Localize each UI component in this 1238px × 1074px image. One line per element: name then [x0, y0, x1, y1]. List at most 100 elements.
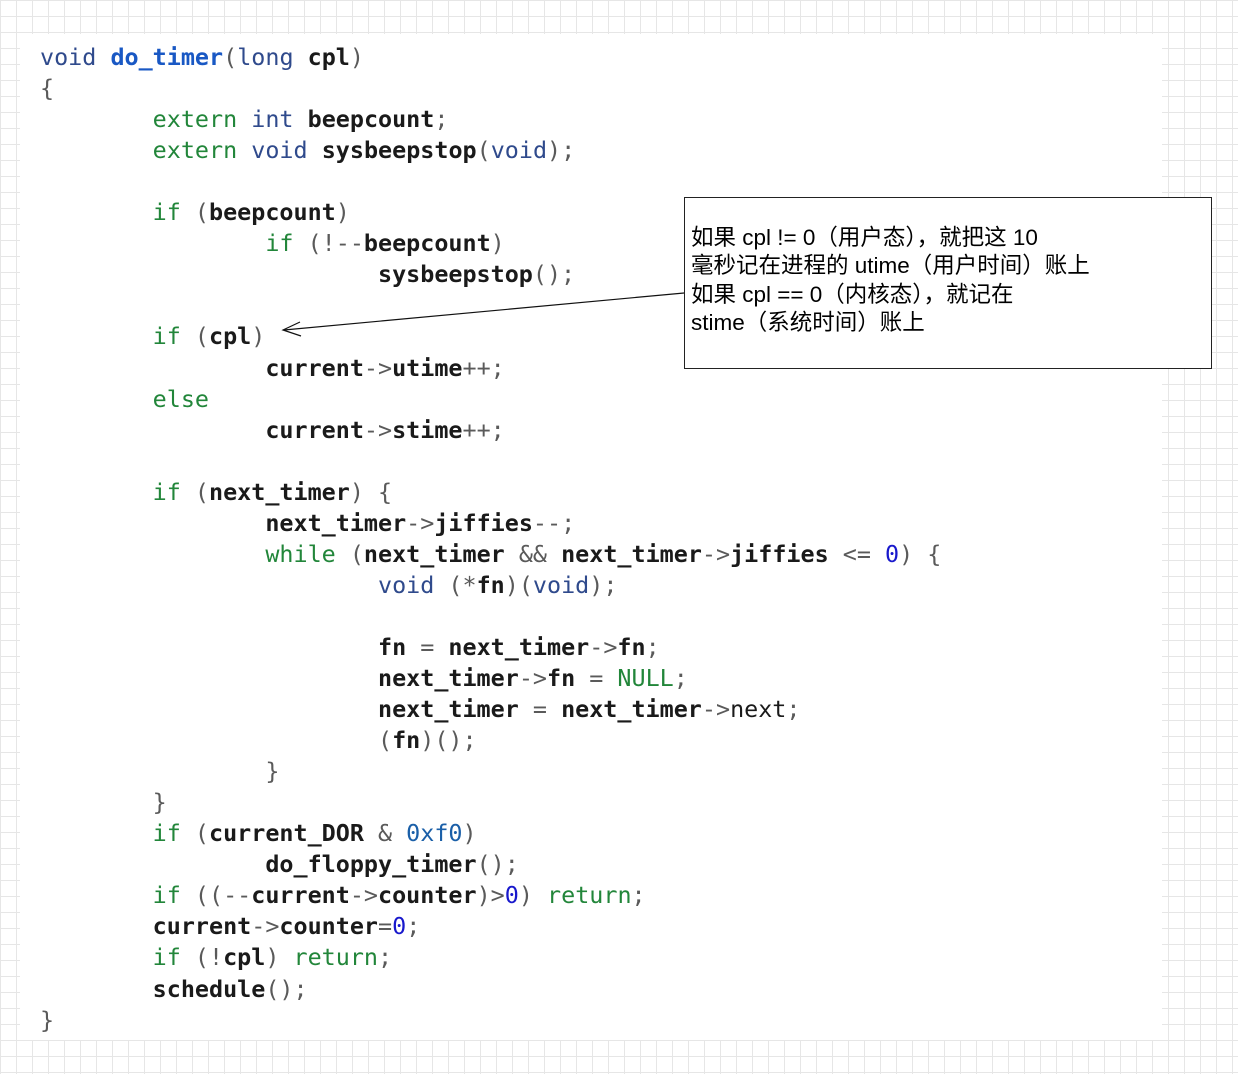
- annotation-box: 如果 cpl != 0（用户态），就把这 10 毫秒记在进程的 utime（用户…: [684, 197, 1212, 369]
- code-token: ++;: [462, 353, 505, 382]
- code-token: ();: [265, 974, 308, 1003]
- code-token: if: [152, 477, 181, 506]
- code-token: ;: [378, 943, 393, 972]
- code-token: (: [180, 477, 210, 506]
- code-token: fn: [546, 664, 576, 692]
- arrow-head: [281, 321, 302, 337]
- code-token: counter: [378, 881, 477, 910]
- code-token: fn: [617, 632, 646, 661]
- code-token: counter: [279, 912, 378, 941]
- code-line: if ((--current->counter)>0) return;: [40, 880, 646, 911]
- code-line: if (beepcount): [40, 197, 350, 228]
- code-token: jiffies: [730, 539, 829, 568]
- annotation-line: 毫秒记在进程的 utime（用户时间）账上: [691, 253, 1090, 278]
- code-token: ->: [701, 539, 731, 568]
- code-token: extern: [152, 105, 238, 134]
- code-line: else: [40, 384, 209, 415]
- code-token: ;: [434, 105, 449, 134]
- code-token: while: [265, 539, 336, 568]
- code-token: (: [223, 43, 238, 71]
- code-token: ();: [532, 260, 576, 289]
- code-token: =: [518, 695, 562, 724]
- code-line: (fn)();: [40, 725, 477, 756]
- code-token: next_timer: [209, 477, 350, 506]
- code-token: do_floppy_timer: [265, 850, 477, 879]
- code-token: (: [180, 819, 210, 848]
- code-token: beepcount: [363, 229, 491, 258]
- code-token: {: [40, 74, 55, 103]
- code-token: do_timer: [110, 43, 224, 71]
- code-token: ;: [645, 632, 660, 661]
- code-token: &: [363, 819, 407, 848]
- code-line: if (next_timer) {: [40, 477, 392, 508]
- code-token: =: [378, 912, 393, 941]
- code-token: ->: [363, 353, 393, 382]
- code-token: (!: [180, 943, 224, 972]
- code-token: =: [406, 632, 449, 661]
- code-token: ->: [701, 695, 731, 724]
- code-line: current->counter=0;: [40, 911, 421, 942]
- code-token: cpl: [209, 322, 252, 351]
- code-token: ;: [673, 664, 688, 692]
- code-token: next_timer: [561, 539, 702, 568]
- code-token: ;: [786, 695, 801, 724]
- code-token: --;: [532, 508, 576, 537]
- code-token: utime: [392, 353, 463, 382]
- code-token: sysbeepstop: [377, 260, 533, 289]
- code-token: ->: [518, 664, 547, 692]
- code-token: 0xf0: [406, 819, 463, 848]
- code-token: ->: [251, 912, 280, 941]
- code-line: while (next_timer && next_timer->jiffies…: [40, 539, 941, 570]
- code-token: next: [730, 695, 787, 724]
- code-token: );: [547, 136, 576, 165]
- code-token: beepcount: [307, 105, 435, 134]
- code-token: if: [152, 198, 181, 227]
- code-token: (: [180, 198, 210, 227]
- code-token: if: [152, 881, 181, 910]
- code-token: long: [237, 43, 294, 71]
- annotation-line: 如果 cpl != 0（用户态），就把这 10: [691, 225, 1038, 250]
- code-token: else: [152, 384, 210, 413]
- code-line: }: [40, 787, 167, 818]
- code-token: void: [490, 136, 548, 165]
- code-token: }: [152, 788, 167, 817]
- code-token: current: [251, 881, 350, 910]
- code-token: NULL: [617, 664, 674, 692]
- code-token: }: [40, 1005, 55, 1034]
- code-token: ) {: [349, 477, 393, 506]
- code-token: return: [547, 881, 632, 910]
- code-line: next_timer->jiffies--;: [40, 508, 575, 539]
- code-line: extern void sysbeepstop(void);: [40, 135, 576, 166]
- code-token: ): [335, 198, 350, 227]
- code-token: next_timer: [448, 632, 590, 661]
- code-token: ();: [476, 850, 519, 879]
- code-line: next_timer->fn = NULL;: [40, 663, 688, 694]
- code-line: {: [40, 73, 54, 104]
- annotation-line: 如果 cpl == 0（内核态），就记在: [691, 282, 1014, 307]
- code-line: void (*fn)(void);: [40, 570, 617, 601]
- code-token: beepcount: [209, 198, 336, 227]
- code-token: stime: [392, 415, 463, 444]
- code-token: extern: [152, 136, 238, 165]
- code-line: void do_timer(long cpl): [40, 42, 364, 73]
- code-token: void: [251, 136, 308, 165]
- code-token: ): [251, 322, 266, 351]
- code-token: 0: [504, 881, 519, 910]
- code-token: ): [349, 43, 364, 71]
- code-token: void: [377, 570, 435, 599]
- code-token: void: [40, 43, 97, 71]
- code-token: ->: [589, 632, 618, 661]
- code-line: do_floppy_timer();: [40, 849, 519, 880]
- code-token: (: [476, 136, 491, 165]
- code-token: (*: [434, 570, 477, 599]
- code-token: (!--: [293, 229, 364, 258]
- code-line: if (cpl): [40, 321, 266, 352]
- code-token: next_timer: [561, 695, 702, 724]
- code-token: (: [377, 726, 393, 755]
- code-token: jiffies: [434, 508, 533, 537]
- annotation-line: stime（系统时间）账上: [691, 310, 925, 335]
- code-token: &&: [504, 539, 562, 568]
- code-token: )>: [476, 881, 505, 910]
- code-token: if: [265, 229, 294, 258]
